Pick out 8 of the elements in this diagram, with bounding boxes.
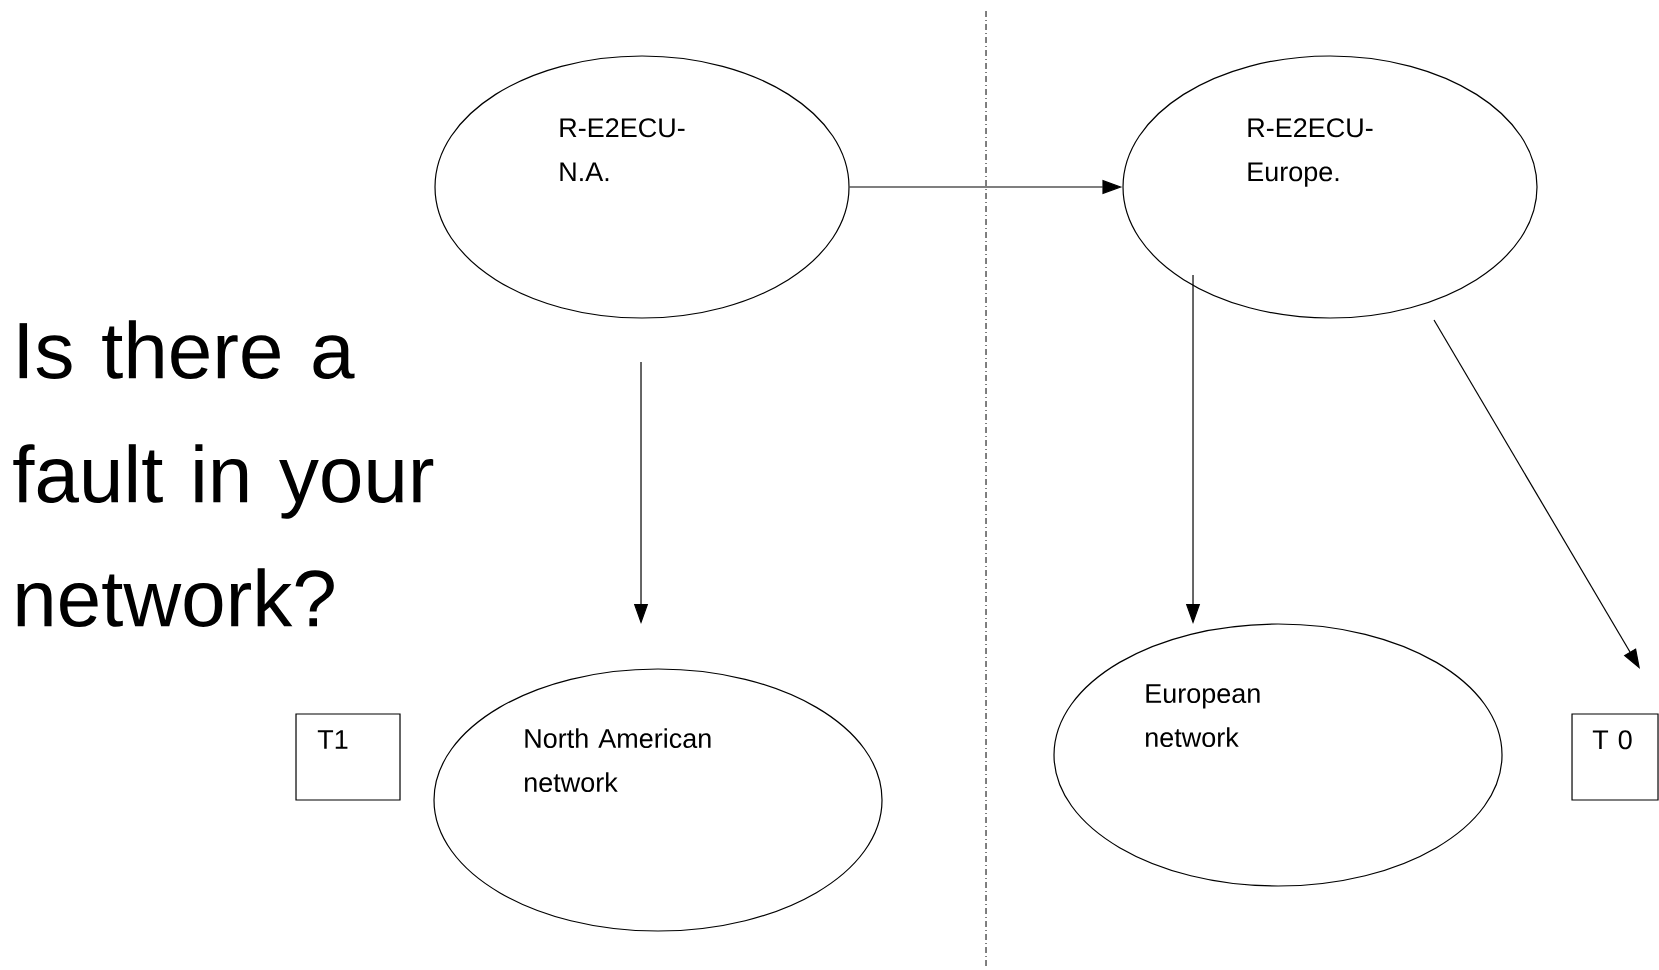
ellipse-node: R-E2ECU- N.A. — [434, 55, 850, 319]
question-text: Is there a fault in your network? — [13, 320, 434, 627]
label-box: T1 — [295, 713, 401, 801]
label-box: T 0 — [1571, 713, 1659, 801]
ellipse-node: R-E2ECU- Europe. — [1122, 55, 1538, 319]
ellipse-node: North American network — [433, 668, 883, 932]
ellipse-node: European network — [1053, 623, 1503, 887]
arrow — [1433, 319, 1640, 669]
